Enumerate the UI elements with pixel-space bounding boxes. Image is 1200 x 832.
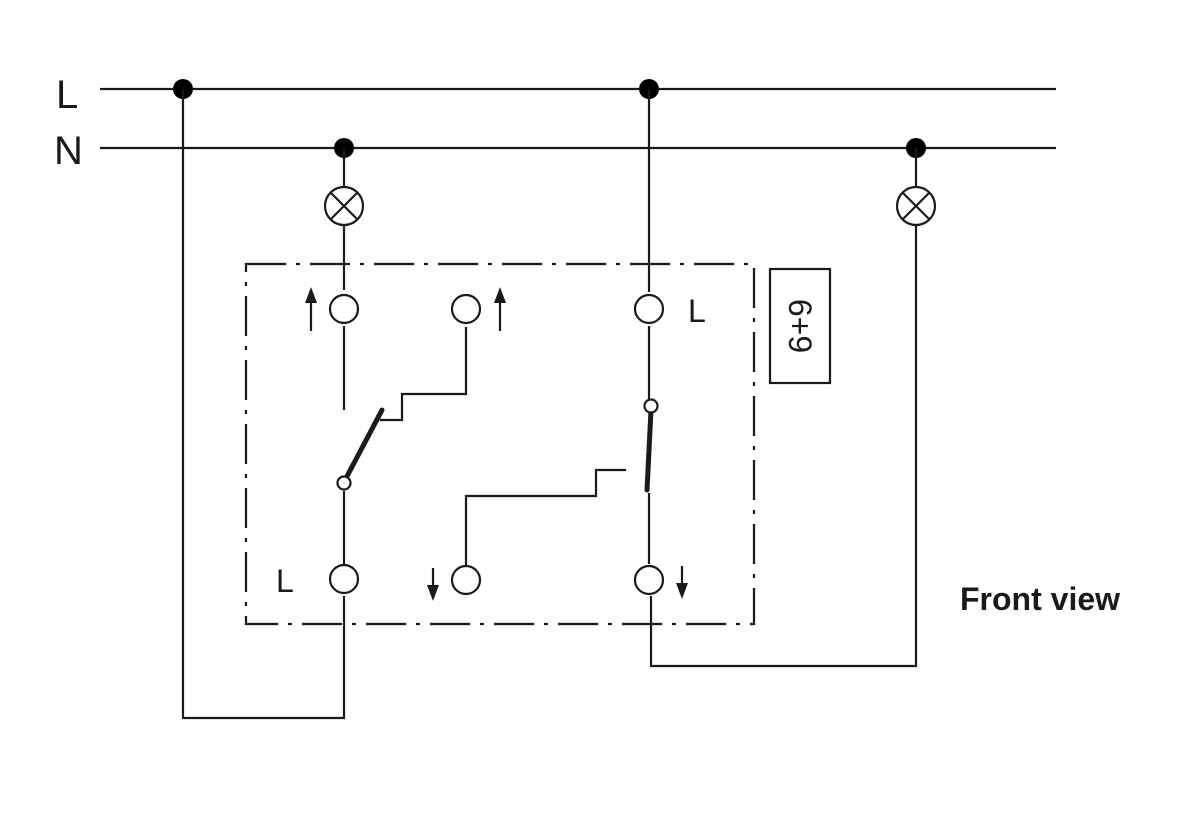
arrow-up-icon [305, 287, 317, 331]
terminal-middle-bottom [450, 564, 482, 596]
external-wiring [181, 89, 918, 720]
terminal-left-bottom [328, 563, 360, 595]
right-switch-lever [644, 407, 654, 493]
left-switch-second-contact-wire [380, 327, 468, 422]
arrow-up-icon [494, 287, 506, 331]
left-switch-pivot [336, 475, 352, 491]
terminal-label-left-bottom: L [276, 563, 294, 599]
lamp-icon [323, 185, 365, 227]
terminal-left-top [328, 293, 360, 325]
arrow-down-icon [427, 568, 439, 601]
switch-code-box [768, 267, 832, 385]
right-switch-pivot [643, 398, 659, 414]
terminal-label-right-top: L [688, 293, 706, 329]
left-switch-lever [341, 407, 385, 485]
terminal-middle-top [450, 293, 482, 325]
switch-housing-outline [244, 262, 756, 626]
lamp-icon [895, 185, 937, 227]
arrow-down-icon [676, 566, 688, 599]
supply-rails: L N [54, 73, 1056, 173]
terminal-right-top [633, 293, 665, 325]
right-lamp-return-wire [649, 224, 918, 668]
terminal-right-bottom [633, 564, 665, 596]
front-view-caption: Front view [960, 581, 1120, 617]
live-rail-label: L [56, 73, 78, 117]
left-feed-wire [181, 89, 346, 720]
neutral-rail-label: N [54, 129, 83, 173]
switch-code-label: 6+9 [782, 299, 818, 353]
right-switch-second-contact-wire [464, 468, 626, 565]
internal-wiring [342, 326, 651, 565]
